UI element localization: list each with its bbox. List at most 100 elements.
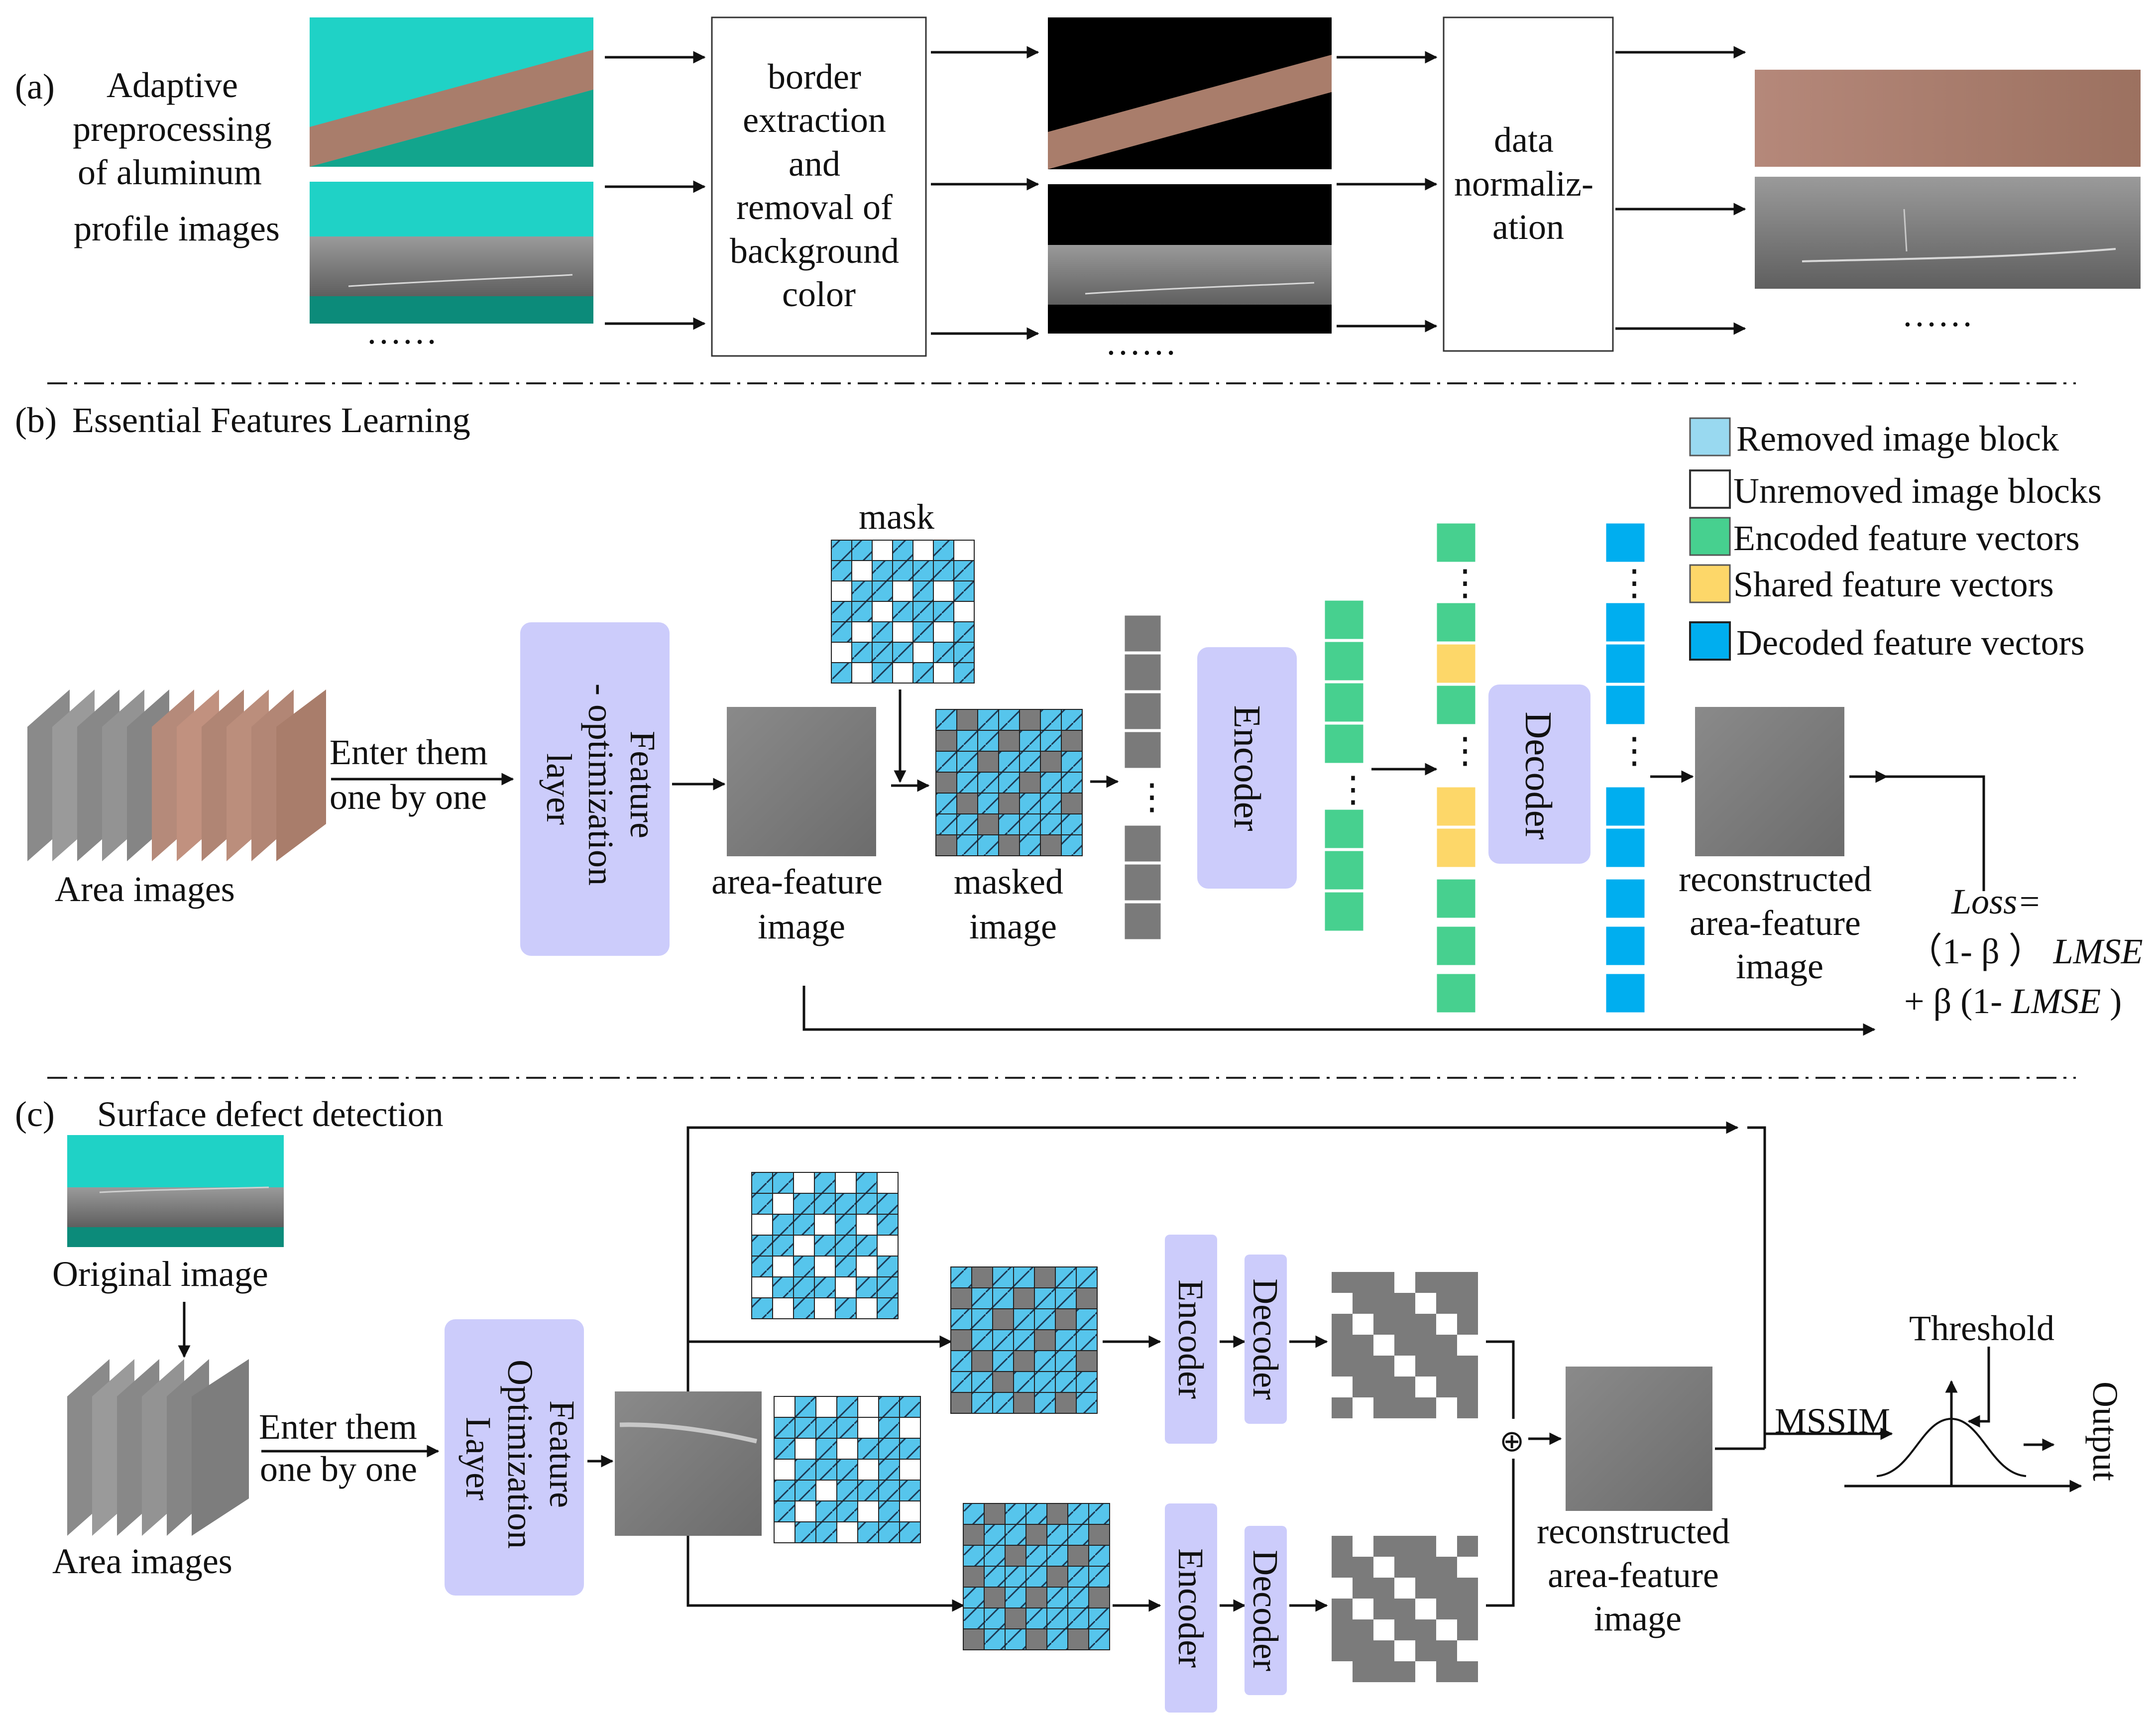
output-label: Output (2085, 1381, 2125, 1481)
grid-cell (892, 621, 913, 643)
grid-cell (751, 1235, 773, 1257)
panel-b-title: Essential Features Learning (72, 400, 470, 440)
grid-cell (1067, 1524, 1089, 1546)
grid-cell (963, 1503, 985, 1525)
reconstructed-blocks-c-bottom (1332, 1536, 1478, 1682)
area-images-label-b: Area images (55, 869, 235, 909)
grid-cell (1415, 1377, 1436, 1397)
area-feature-image-c (615, 1391, 762, 1536)
loss-connector (1887, 775, 1985, 891)
grid-cell (1076, 1350, 1098, 1372)
grid-cell (1332, 1335, 1353, 1356)
grid-cell (772, 1214, 794, 1236)
grid-cell (1373, 1397, 1394, 1418)
grid-cell (1436, 1314, 1457, 1335)
grid-cell (814, 1214, 836, 1236)
grid-cell (835, 1297, 857, 1319)
grid-cell (1005, 1607, 1026, 1629)
grid-cell (1013, 1350, 1035, 1372)
grid-cell (992, 1392, 1014, 1414)
grid-cell (935, 793, 957, 814)
grid-cell (1034, 1308, 1056, 1330)
grid-cell (1436, 1557, 1457, 1578)
grid-cell (1025, 1545, 1047, 1567)
encoder-label-c-bottom: Encoder (1171, 1548, 1211, 1668)
grid-cell (793, 1193, 815, 1215)
grid-cell (831, 621, 852, 643)
decoder-c-bottom (1245, 1526, 1287, 1695)
grid-cell (977, 772, 999, 794)
grid-cell (977, 813, 999, 835)
grid-cell (1076, 1266, 1098, 1288)
grid-cell (892, 642, 913, 663)
grid-cell (1055, 1350, 1077, 1372)
grid-cell (933, 642, 954, 663)
grid-cell (878, 1459, 900, 1481)
grid-cell (971, 1287, 993, 1309)
grid-cell (831, 601, 852, 622)
grid-cell (856, 1172, 878, 1194)
grid-cell (1415, 1661, 1436, 1682)
grid-cell (1394, 1661, 1415, 1682)
panel-a-title-line2: preprocessing (73, 109, 272, 149)
encoder-label-c-top: Encoder (1171, 1279, 1211, 1399)
grid-cell (1373, 1293, 1394, 1314)
grid-cell (878, 1500, 900, 1522)
grid-cell (1415, 1619, 1436, 1640)
grid-cell (1436, 1578, 1457, 1599)
arrow-skip-to-loss (802, 986, 1876, 1036)
grid-cell (794, 1500, 816, 1522)
grid-cell (1013, 1371, 1035, 1393)
grid-cell (774, 1396, 795, 1418)
grid-cell (950, 1266, 972, 1288)
grid-cell (1373, 1377, 1394, 1397)
grid-cell (793, 1297, 815, 1319)
grid-cell (1332, 1599, 1353, 1619)
grid-cell (1415, 1640, 1436, 1661)
grid-cell (1061, 813, 1083, 835)
grid-cell (831, 580, 852, 602)
grid-cell (1061, 709, 1083, 731)
grid-cell (892, 580, 913, 602)
grid-cell (1076, 1308, 1098, 1330)
legend-label-encoded: Encoded feature vectors (1733, 518, 2080, 558)
grid-cell (998, 813, 1020, 835)
grid-cell (815, 1417, 837, 1439)
grid-cell (912, 580, 934, 602)
grid-cell (1436, 1356, 1457, 1377)
grid-cell (857, 1459, 879, 1481)
grid-cell (1332, 1536, 1353, 1557)
grid-cell (836, 1438, 858, 1460)
grid-cell (794, 1459, 816, 1481)
grid-cell (1353, 1578, 1373, 1599)
decoder-b (1488, 685, 1590, 864)
normalized-copper-strip (1755, 70, 2141, 167)
grid-cell (1013, 1287, 1035, 1309)
grid-cell (935, 834, 957, 856)
grid-cell (872, 621, 893, 643)
grid-cell (953, 642, 975, 663)
grid-cell (836, 1396, 858, 1418)
grid-cell (1046, 1566, 1068, 1588)
grid-cell (1394, 1335, 1415, 1356)
ellipsis-a-input: …… (366, 312, 438, 351)
grid-cell (899, 1417, 921, 1439)
grid-cell (1055, 1329, 1077, 1351)
grid-cell (1046, 1628, 1068, 1650)
grid-cell (971, 1350, 993, 1372)
grid-cell (1457, 1293, 1478, 1314)
grid-cell (831, 540, 852, 561)
grid-cell (835, 1276, 857, 1298)
grid-cell (956, 813, 978, 835)
grid-cell (1046, 1607, 1068, 1629)
grid-cell (956, 730, 978, 752)
grid-cell (950, 1308, 972, 1330)
grid-cell (984, 1545, 1006, 1567)
grid-cell (984, 1524, 1006, 1546)
mssim-label: MSSIM (1775, 1401, 1890, 1441)
grid-cell (793, 1256, 815, 1277)
masked-photo-copper (1048, 17, 1332, 169)
grid-cell (1353, 1397, 1373, 1418)
grid-cell (878, 1438, 900, 1460)
grid-cell (1019, 730, 1041, 752)
